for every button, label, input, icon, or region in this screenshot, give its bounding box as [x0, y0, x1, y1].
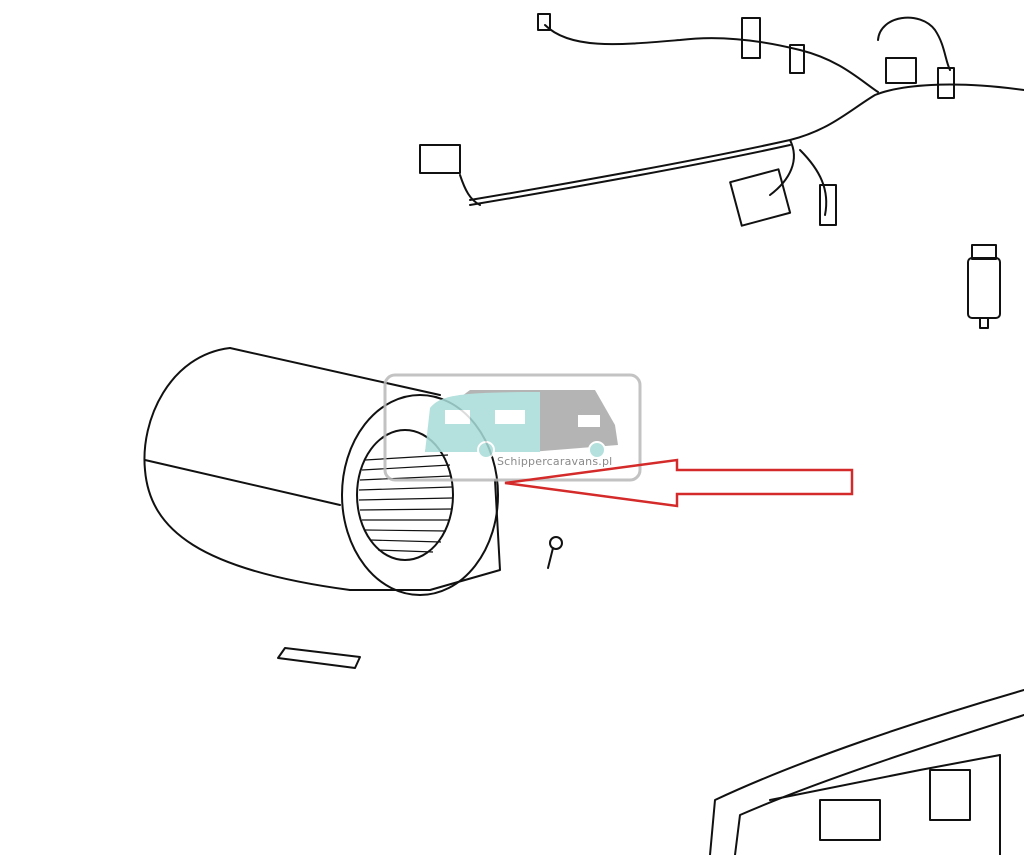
- wiring-harness: [419, 13, 1024, 227]
- watermark-text: Schippercaravans.pl: [497, 455, 613, 468]
- screw: [547, 536, 563, 569]
- filter-cover: [277, 647, 361, 669]
- housing-base: [709, 689, 1024, 855]
- capacitor: [967, 244, 1001, 329]
- blower-fan: [143, 347, 501, 596]
- highlight-arrow: [504, 458, 854, 508]
- watermark-logo: [383, 373, 642, 482]
